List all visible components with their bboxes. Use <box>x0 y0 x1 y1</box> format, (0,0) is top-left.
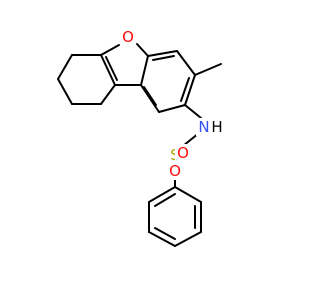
bond <box>100 44 120 56</box>
bond <box>57 54 73 80</box>
bond <box>140 55 149 86</box>
bond <box>174 231 202 247</box>
bond <box>180 77 190 102</box>
bond <box>154 227 176 240</box>
bond <box>194 63 222 76</box>
bond <box>57 78 73 105</box>
atom-labels: O N H S O O <box>120 28 224 180</box>
bond <box>148 186 176 203</box>
sulfonyl-oxygen-1-label: O <box>177 144 189 162</box>
nitrogen-label: N <box>198 118 209 136</box>
bond <box>136 43 149 57</box>
bond <box>100 84 116 105</box>
oxygen-ring-atom: O <box>120 28 136 46</box>
bond <box>100 54 116 86</box>
nitrogen-atom: N H <box>196 118 224 136</box>
bond <box>143 86 157 106</box>
bond <box>158 104 186 113</box>
bond <box>154 193 176 207</box>
nitrogen-hydrogen-label: H <box>211 118 222 136</box>
bond <box>176 50 196 76</box>
molecule-diagram: O N H S O O <box>57 28 224 247</box>
sulfonyl-oxygen-2-atom: O <box>167 162 183 180</box>
oxygen-ring-label: O <box>122 28 134 46</box>
sulfonyl-oxygen-2-label: O <box>169 162 181 180</box>
bond <box>147 50 178 57</box>
bond <box>152 55 175 61</box>
bond <box>140 84 160 113</box>
bonds <box>57 43 222 247</box>
bond <box>174 186 202 203</box>
bond <box>148 231 176 247</box>
bond <box>184 104 202 119</box>
structure-canvas: O N H S O O <box>57 28 224 247</box>
bond <box>105 56 118 81</box>
bond <box>184 74 196 106</box>
sulfonyl-oxygen-1-atom: O <box>175 144 191 162</box>
